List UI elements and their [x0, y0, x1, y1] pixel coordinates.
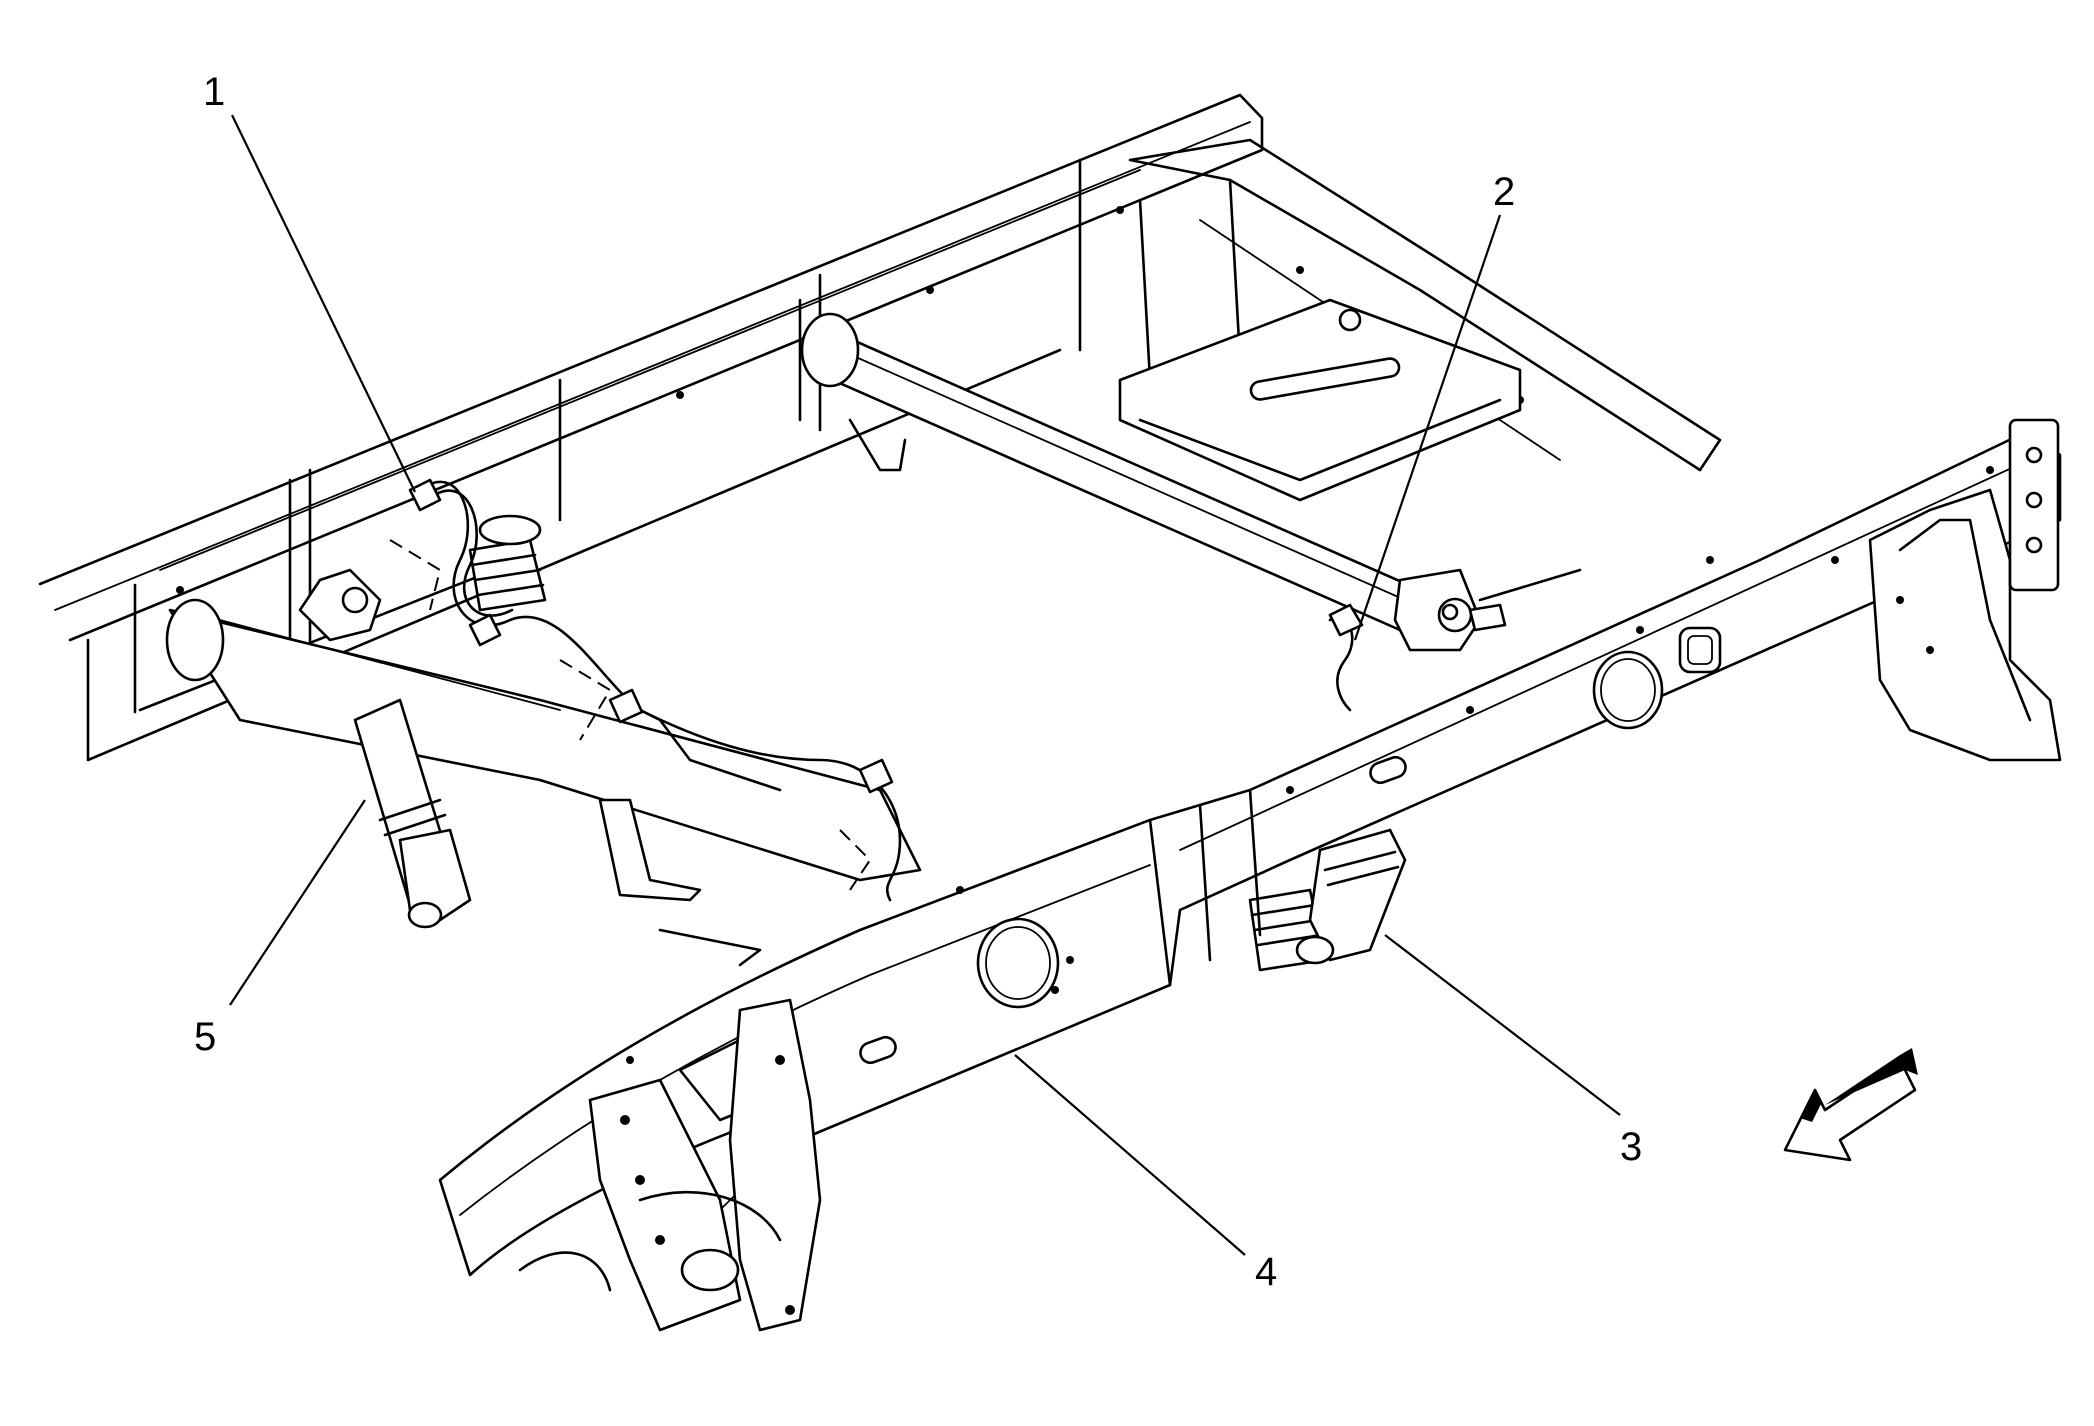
- right-air-spring-sensor: [1328, 568, 1582, 712]
- center-crossmember: [798, 298, 1522, 632]
- leader-lines: [229, 114, 1621, 1256]
- wiring-harness: [389, 478, 902, 902]
- left-air-shock: [298, 568, 472, 929]
- callout-2: 2: [1493, 170, 1515, 214]
- spring-hanger-bracket: [518, 998, 822, 1332]
- left-axle-tube: [165, 598, 922, 882]
- leader-line-5: [229, 799, 366, 1006]
- right-air-shock: [1248, 828, 1407, 972]
- leader-line-2: [1353, 214, 1502, 641]
- callout-1: 1: [203, 70, 225, 114]
- left-frame-rail: [38, 93, 1264, 762]
- left-tube-bracket: [598, 798, 762, 967]
- rear-end-bracket: [1868, 418, 2062, 762]
- callout-3: 3: [1620, 1125, 1642, 1169]
- front-direction-arrow-icon: [1783, 1048, 1918, 1162]
- leader-line-1: [231, 114, 416, 493]
- right-frame-rail: [438, 428, 2062, 1277]
- callout-4: 4: [1255, 1250, 1277, 1294]
- callout-5: 5: [194, 1015, 216, 1059]
- leader-line-3: [1384, 934, 1621, 1116]
- leader-line-4: [1014, 1054, 1246, 1256]
- left-air-bag: [468, 514, 547, 612]
